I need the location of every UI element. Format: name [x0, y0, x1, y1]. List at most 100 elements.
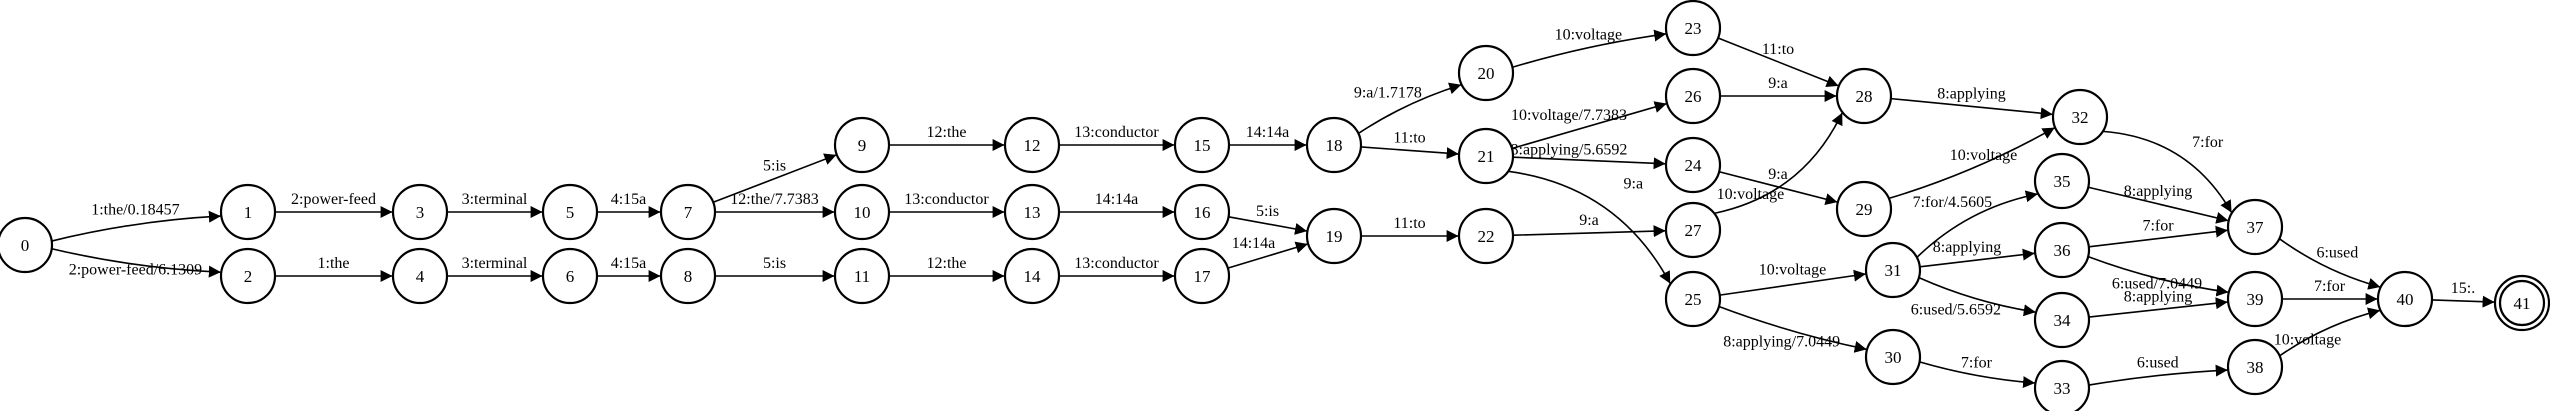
- edge-label: 2:power-feed: [291, 191, 376, 208]
- edge-label: 8:applying/5.6592: [1511, 141, 1628, 158]
- state-label: 33: [2054, 379, 2071, 398]
- state-circle: [1305, 116, 1363, 174]
- edge-7-9: 5:is: [712, 153, 837, 204]
- state-circle: [2033, 152, 2091, 210]
- edge-label: 10:voltage: [2274, 332, 2342, 349]
- edge-22-27: 9:a: [1512, 212, 1666, 238]
- state-circle: [1457, 207, 1515, 265]
- edge-arrow: [2102, 130, 2232, 213]
- edge-31-35: 7:for/4.5605: [1913, 190, 2038, 258]
- edge-arrow: [2279, 307, 2381, 357]
- state-circle: [1003, 247, 1061, 305]
- edge-label: 8:applying: [1937, 85, 2005, 102]
- state-node: 7: [659, 183, 717, 241]
- edge-21-26: 10:voltage/7.7383: [1511, 101, 1667, 150]
- edge-6-8: 4:15a: [597, 255, 661, 282]
- state-circle: [2033, 291, 2091, 349]
- edge-arrow: [1512, 29, 1667, 69]
- edge-40-41: 15:.: [2431, 280, 2495, 308]
- state-label: 6: [566, 267, 575, 286]
- state-circle: [1664, 270, 1722, 328]
- state-circle: [1003, 116, 1061, 174]
- edge-label: 9:a: [1624, 176, 1644, 193]
- state-label: 35: [2054, 172, 2071, 191]
- state-circle: [2376, 270, 2434, 328]
- edge-label: 13:conductor: [1074, 124, 1159, 141]
- state-label: 38: [2247, 358, 2264, 377]
- edge-label: 10:voltage: [1759, 262, 1827, 279]
- edge-arrow: [2087, 255, 2229, 297]
- edge-label: 6:used: [2316, 244, 2358, 261]
- edge-5-7: 4:15a: [597, 191, 661, 218]
- state-circle: [833, 247, 891, 305]
- state-node: 12: [1003, 116, 1061, 174]
- edge-16-19: 5:is: [1228, 203, 1308, 235]
- state-label: 14: [1024, 267, 1042, 286]
- state-label: 0: [21, 236, 30, 255]
- edge-18-21: 11:to: [1360, 129, 1459, 160]
- final-state: 41: [2493, 274, 2550, 332]
- edge-label: 15:.: [2451, 280, 2475, 297]
- state-node: 3: [391, 183, 449, 241]
- edge-label: 10:voltage: [1555, 27, 1623, 44]
- state-node: 30: [1864, 328, 1922, 386]
- state-node: 23: [1664, 0, 1722, 57]
- edge-label: 2:power-feed/6.1309: [69, 261, 202, 278]
- state-node: 1: [219, 183, 277, 241]
- state-node: 16: [1173, 183, 1231, 241]
- state-label: 23: [1685, 19, 1702, 38]
- state-node: 18: [1305, 116, 1363, 174]
- edge-arrow: [1228, 216, 1308, 235]
- state-circle: [2033, 359, 2091, 411]
- edge-label: 7:for: [2314, 278, 2346, 295]
- state-circle: [1664, 136, 1722, 194]
- state-label: 20: [1478, 64, 1495, 83]
- edge-label: 12:the: [927, 124, 967, 141]
- edge-arrow: [1512, 156, 1666, 170]
- state-node: 20: [1457, 44, 1515, 102]
- edge-arrow: [1508, 170, 1671, 284]
- edge-28-32: 8:applying: [1890, 85, 2053, 120]
- edge-arrow: [1360, 146, 1459, 160]
- edge-label: 8:applying: [2124, 289, 2192, 306]
- state-circle: [1664, 67, 1722, 125]
- edge-arrow: [1890, 97, 2053, 120]
- state-label: 11: [854, 267, 870, 286]
- edge-arrow: [1918, 276, 2036, 317]
- state-circle: [1864, 241, 1922, 299]
- edge-arrow: [1916, 190, 2038, 258]
- edge-34-39: 8:applying: [2088, 289, 2228, 318]
- edge-arrow: [1718, 170, 1838, 205]
- edge-label: 11:to: [1762, 41, 1794, 58]
- state-circle: [1457, 44, 1515, 102]
- state-label: 29: [1856, 200, 1873, 219]
- state-label: 12: [1024, 136, 1041, 155]
- state-node: 24: [1664, 136, 1722, 194]
- edge-label: 6:used/7.0449: [2112, 275, 2202, 292]
- edge-label: 9:a: [1768, 166, 1788, 183]
- edge-23-28: 11:to: [1717, 37, 1839, 88]
- edge-arrow: [1888, 127, 2055, 200]
- edge-7-10: 12:the/7.7383: [715, 191, 835, 218]
- edge-label: 7:for: [2142, 218, 2174, 235]
- state-label: 37: [2247, 218, 2265, 237]
- state-circle: [0, 216, 54, 274]
- edge-1-3: 2:power-feed: [275, 191, 393, 218]
- edge-37-40: 6:used: [2278, 238, 2381, 290]
- edge-32-37: 7:for: [2102, 130, 2232, 213]
- state-label: 4: [416, 267, 425, 286]
- edge-25-30: 8:applying/7.0449: [1718, 305, 1867, 353]
- state-node: 14: [1003, 247, 1061, 305]
- edge-label: 14:14a: [1095, 191, 1139, 208]
- state-node: 26: [1664, 67, 1722, 125]
- state-label: 40: [2397, 290, 2414, 309]
- edge-14-17: 13:conductor: [1059, 255, 1175, 282]
- edge-label: 10:voltage/7.7383: [1511, 107, 1627, 124]
- edge-label: 10:voltage: [1950, 147, 2018, 164]
- edge-9-12: 12:the: [889, 124, 1005, 151]
- state-label: 19: [1326, 227, 1343, 246]
- state-label: 41: [2514, 294, 2531, 313]
- state-circle: [541, 183, 599, 241]
